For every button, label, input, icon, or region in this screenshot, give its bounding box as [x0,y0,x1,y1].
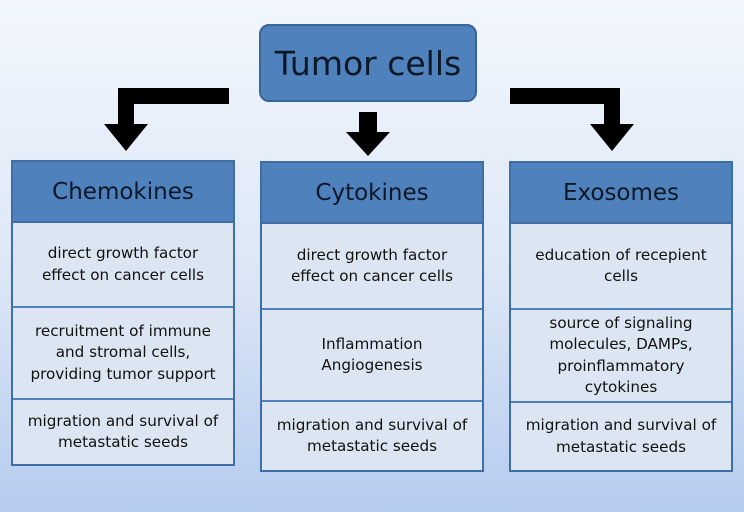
cytokines-cell-2: Inflammation Angiogenesis [262,308,482,400]
chemokines-cell-2: recruitment of immune and stromal cells,… [13,306,233,398]
chemokines-column: Chemokines direct growth factor effect o… [11,160,235,466]
exosomes-cell-1: education of recepient cells [511,224,731,308]
center-arrow [346,112,390,156]
right-arrow [510,88,634,151]
tumor-cells-label: Tumor cells [274,43,462,83]
exosomes-cell-2: source of signaling molecules, DAMPs, pr… [511,308,731,401]
chemokines-title: Chemokines [52,178,194,205]
chemokines-cell-1: direct growth factor effect on cancer ce… [13,223,233,306]
exosomes-header: Exosomes [511,163,731,224]
cytokines-cell-1: direct growth factor effect on cancer ce… [262,224,482,308]
cytokines-title: Cytokines [315,179,429,206]
tumor-cells-node: Tumor cells [259,24,477,102]
exosomes-title: Exosomes [562,179,680,206]
chemokines-header: Chemokines [13,162,233,223]
left-arrow [104,88,229,151]
cytokines-header: Cytokines [262,163,482,224]
exosomes-cell-3: migration and survival of metastatic see… [511,401,731,470]
chemokines-cell-3: migration and survival of metastatic see… [13,398,233,464]
exosomes-column: Exosomes education of recepient cells so… [509,161,733,472]
cytokines-column: Cytokines direct growth factor effect on… [260,161,484,472]
cytokines-cell-3: migration and survival of metastatic see… [262,400,482,470]
